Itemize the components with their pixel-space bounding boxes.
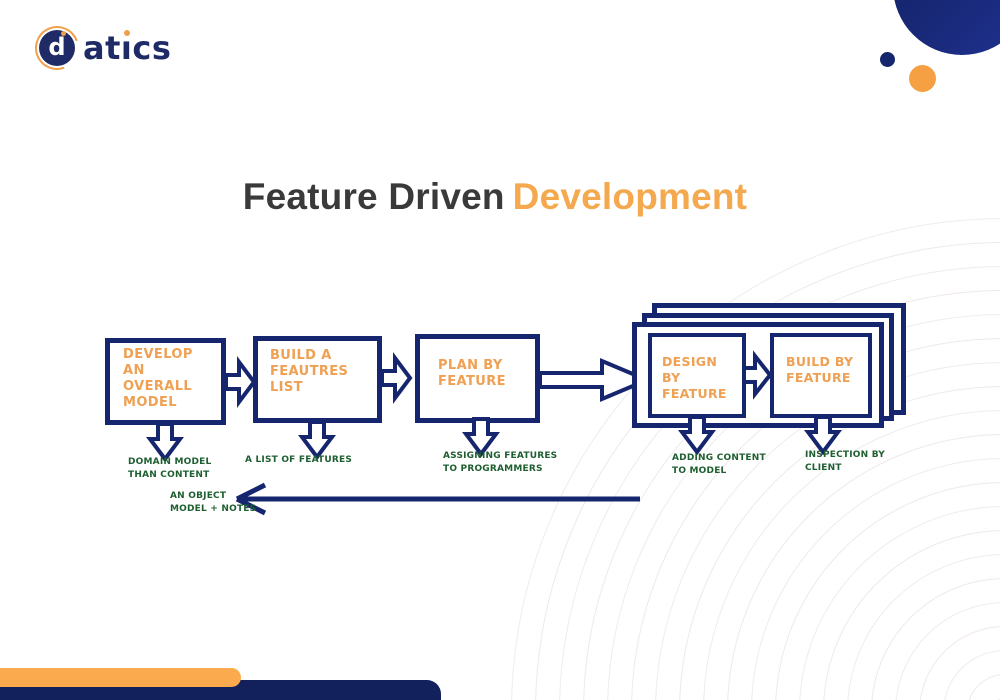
- note-domain-model: DOMAIN MODEL THAN CONTENT: [128, 457, 212, 480]
- arrow-right-long-icon: [538, 357, 653, 403]
- logo-letter-i: ı: [121, 29, 132, 67]
- arrow-down-icon: [804, 415, 842, 456]
- box-label: BUILD A FEAUTRES LIST: [270, 348, 349, 395]
- logo-i-dot-icon: [123, 30, 130, 36]
- arrow-down-icon: [462, 417, 500, 458]
- footer-orange-bar: [0, 668, 241, 687]
- box-label: DEVELOP AN OVERALL MODEL: [123, 347, 193, 410]
- note-adding-content: ADDING CONTENT TO MODEL: [672, 453, 766, 476]
- logo-text-part2: cs: [132, 29, 172, 67]
- note-object-model-notes: AN OBJECT MODEL + NOTES: [170, 491, 257, 514]
- box-label: DESIGN BY FEATURE: [662, 354, 727, 401]
- arrow-left-long-icon: [235, 482, 640, 516]
- arrow-right-icon: [224, 356, 257, 408]
- arrow-right-icon: [380, 352, 413, 404]
- title-dark-part: Feature Driven: [242, 176, 505, 217]
- box-build-by-feature: BUILD BY FEATURE: [770, 333, 872, 418]
- logo-orange-dot-icon: [61, 31, 66, 36]
- note-assigning-features: ASSIGNING FEATURES TO PROGRAMMERS: [443, 451, 558, 474]
- decor-circle-orange: [909, 65, 936, 92]
- logo-i-stem: ı: [120, 29, 133, 67]
- arrow-down-icon: [678, 415, 716, 456]
- arrow-down-icon: [298, 420, 336, 461]
- logo-d-letter: d: [39, 30, 75, 66]
- logo-text-part1: at: [83, 29, 121, 67]
- box-develop-overall-model: DEVELOP AN OVERALL MODEL: [105, 338, 226, 425]
- arrow-down-icon: [146, 422, 184, 463]
- arrow-right-icon: [742, 350, 773, 400]
- note-list-of-features: A LIST OF FEATURES: [245, 455, 353, 465]
- box-label: PLAN BY FEATURE: [438, 358, 506, 389]
- box-build-features-list: BUILD A FEAUTRES LIST: [253, 336, 382, 423]
- note-inspection-client: INSPECTION BY CLIENT: [805, 450, 886, 473]
- brand-logo-mark: d: [27, 18, 87, 78]
- box-plan-by-feature: PLAN BY FEATURE: [415, 334, 540, 423]
- decor-circle-small: [880, 52, 895, 67]
- title-accent-part: Development: [512, 176, 748, 217]
- box-design-by-feature: DESIGN BY FEATURE: [648, 333, 746, 418]
- box-label: BUILD BY FEATURE: [786, 354, 854, 385]
